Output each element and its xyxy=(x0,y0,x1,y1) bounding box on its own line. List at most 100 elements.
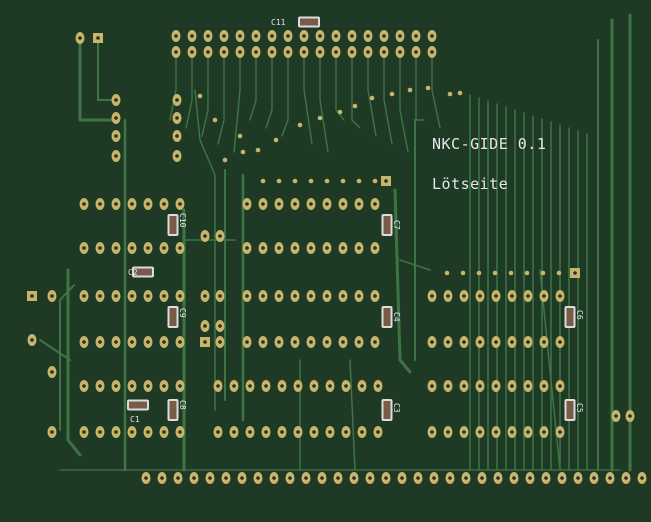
pad-hole xyxy=(480,476,484,480)
via xyxy=(240,149,246,155)
pad-hole xyxy=(293,340,297,344)
pad-hole xyxy=(245,294,249,298)
pad-hole xyxy=(248,384,252,388)
pad-hole xyxy=(272,476,276,480)
pad-hole xyxy=(98,340,102,344)
pad-hole xyxy=(82,384,86,388)
pad-hole xyxy=(494,294,498,298)
pad-hole xyxy=(238,34,242,38)
pad-hole xyxy=(542,294,546,298)
pad-hole xyxy=(82,430,86,434)
pad-hole xyxy=(558,430,562,434)
pad-hole xyxy=(320,476,324,480)
pad-hole xyxy=(542,430,546,434)
trace xyxy=(319,47,329,153)
pad-hole xyxy=(360,384,364,388)
pad-hole xyxy=(446,384,450,388)
pad-hole xyxy=(325,246,329,250)
pad-hole xyxy=(494,340,498,344)
pad-hole xyxy=(446,430,450,434)
pad-hole xyxy=(312,430,316,434)
pad-hole xyxy=(203,294,207,298)
pad-hole xyxy=(175,98,179,102)
pad-hole xyxy=(270,34,274,38)
pad-hole xyxy=(432,476,436,480)
pad-hole xyxy=(98,430,102,434)
traces xyxy=(39,13,632,472)
via xyxy=(260,178,266,184)
pad-hole xyxy=(293,246,297,250)
via xyxy=(369,95,375,101)
pad-hole xyxy=(264,430,268,434)
pad-hole xyxy=(544,476,548,480)
pad-hole xyxy=(360,430,364,434)
pad-hole xyxy=(494,430,498,434)
pad-hole xyxy=(175,134,179,138)
pad-hole xyxy=(293,202,297,206)
pad-hole xyxy=(376,430,380,434)
pad-hole xyxy=(446,340,450,344)
pad-hole xyxy=(446,294,450,298)
pad-hole xyxy=(277,340,281,344)
pad-hole xyxy=(146,340,150,344)
pad-hole xyxy=(309,246,313,250)
pad-hole xyxy=(178,430,182,434)
capacitor-body xyxy=(129,401,147,409)
pad-hole xyxy=(560,476,564,480)
pad-hole xyxy=(178,384,182,388)
pad-hole xyxy=(98,294,102,298)
pad-hole xyxy=(261,202,265,206)
pad-hole xyxy=(286,34,290,38)
capacitor-label: C11 xyxy=(271,18,286,27)
pad-hole xyxy=(146,246,150,250)
pad-hole xyxy=(352,476,356,480)
trace xyxy=(249,47,257,121)
pad-hole xyxy=(430,50,434,54)
pad-hole xyxy=(98,246,102,250)
pad-hole xyxy=(357,294,361,298)
trace xyxy=(78,36,117,122)
pad-hole xyxy=(114,340,118,344)
pad-hole xyxy=(366,50,370,54)
pad-hole xyxy=(478,384,482,388)
pad-hole xyxy=(328,384,332,388)
capacitor-body xyxy=(566,308,574,326)
pad-hole xyxy=(146,430,150,434)
trace xyxy=(303,47,313,145)
capacitor-label: C10 xyxy=(178,213,187,228)
pad-hole xyxy=(190,50,194,54)
capacitor-label: C3 xyxy=(392,403,401,413)
trace xyxy=(233,47,241,153)
pad-hole xyxy=(114,430,118,434)
via xyxy=(457,90,463,96)
trace xyxy=(194,89,216,411)
pad-hole xyxy=(82,202,86,206)
pad-hole xyxy=(478,340,482,344)
pad-hole xyxy=(344,430,348,434)
pad-hole xyxy=(341,294,345,298)
pad-hole xyxy=(398,34,402,38)
via xyxy=(337,109,343,115)
pad-hole xyxy=(203,340,207,344)
pad-hole xyxy=(414,50,418,54)
pad-hole xyxy=(218,294,222,298)
pad-hole xyxy=(162,384,166,388)
trace xyxy=(539,269,561,471)
pad-hole xyxy=(510,340,514,344)
pad-hole xyxy=(350,50,354,54)
trace xyxy=(281,47,289,137)
pad-hole xyxy=(130,202,134,206)
trace xyxy=(349,359,356,471)
trace xyxy=(399,47,409,153)
pad-hole xyxy=(341,340,345,344)
via xyxy=(407,87,413,93)
pad-hole xyxy=(245,246,249,250)
pad-hole xyxy=(414,34,418,38)
pad-hole xyxy=(175,154,179,158)
pad-hole xyxy=(430,340,434,344)
pad-hole xyxy=(114,154,118,158)
pad-hole xyxy=(240,476,244,480)
pad-hole xyxy=(238,50,242,54)
pad-hole xyxy=(526,340,530,344)
pad-hole xyxy=(542,340,546,344)
